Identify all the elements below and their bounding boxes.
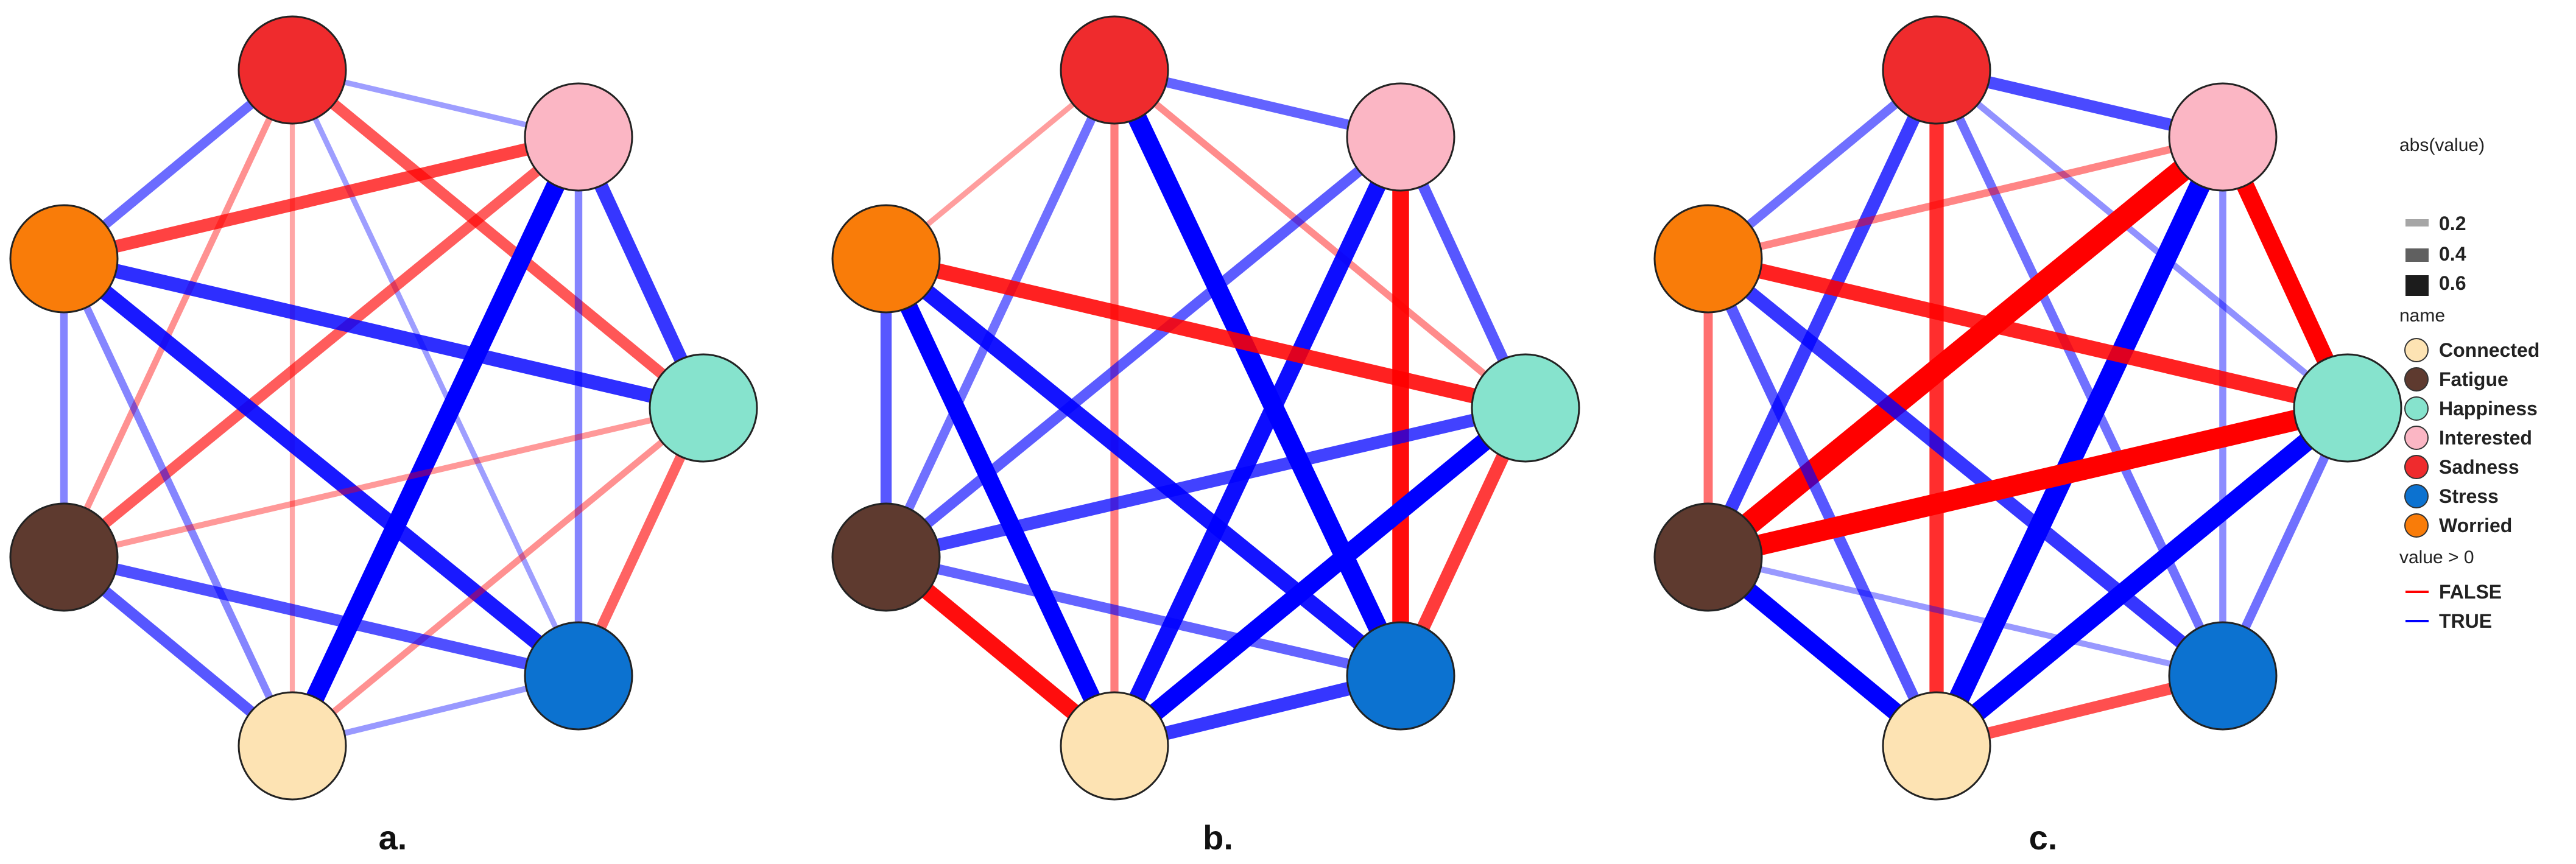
node-a--stress xyxy=(524,621,633,731)
edge-c--interested-worried xyxy=(1707,133,2224,263)
edge-b--interested-connected xyxy=(1107,133,1409,750)
edge-c--worried-happiness xyxy=(1706,251,2349,416)
node-a--interested xyxy=(524,82,633,192)
legend-name-list: ConnectedFatigueHappinessInterestedSadne… xyxy=(2404,338,2539,538)
node-b--fatigue xyxy=(831,502,941,612)
edge-c--happiness-fatigue xyxy=(1706,398,2350,567)
node-c--fatigue xyxy=(1653,502,1763,612)
panel-label-a: a. xyxy=(379,818,407,857)
edge-b--sadness-stress xyxy=(1105,66,1410,680)
edge-b--interested-fatigue xyxy=(882,133,1404,561)
legend-swatch-stress xyxy=(2404,484,2429,508)
edge-b--worried-connected xyxy=(878,255,1123,750)
edge-b--sadness-happiness xyxy=(1112,67,1528,411)
legend-title-sign: value > 0 xyxy=(2399,547,2474,567)
panel-label-b: b. xyxy=(1203,818,1233,857)
legend-swatch-fatigue xyxy=(2404,367,2429,392)
edge-b--sadness-fatigue xyxy=(882,68,1119,560)
edge-b--fatigue-stress xyxy=(885,552,1402,681)
node-c--happiness xyxy=(2293,353,2402,463)
edge-a--worried-connected xyxy=(60,257,296,748)
node-b--interested xyxy=(1346,82,1455,192)
edge-b--happiness-connected xyxy=(1108,401,1532,753)
edge-c--fatigue-stress xyxy=(1707,554,2224,679)
edge-a--interested-connected xyxy=(284,133,587,750)
node-a--sadness xyxy=(238,15,347,125)
edge-b--worried-stress xyxy=(881,252,1406,683)
legend-swatch-connected xyxy=(2404,338,2429,362)
edge-c--worried-connected xyxy=(1703,256,1942,748)
node-c--connected xyxy=(1882,691,1991,801)
legend-label-false: FALSE xyxy=(2439,581,2502,603)
node-a--worried xyxy=(9,204,119,314)
legend-label-abs-0.2: 0.2 xyxy=(2439,212,2466,234)
legend-label-fatigue: Fatigue xyxy=(2439,368,2508,390)
network-panel-c xyxy=(1653,15,2402,801)
edge-c--sadness-happiness xyxy=(1934,67,2350,411)
edge-a--fatigue-stress xyxy=(62,551,580,682)
legend-swatch-happiness xyxy=(2404,396,2429,421)
edge-c--interested-fatigue xyxy=(1701,128,2230,566)
node-c--worried xyxy=(1653,204,1763,314)
panel-label-c: c. xyxy=(2029,818,2058,857)
edge-a--worried-happiness xyxy=(62,251,705,415)
edge-a--worried-stress xyxy=(58,252,584,683)
node-a--fatigue xyxy=(9,502,119,612)
edge-a--interested-worried xyxy=(62,130,580,265)
legend-label-abs-0.6: 0.6 xyxy=(2439,272,2466,294)
node-c--stress xyxy=(2168,621,2278,731)
edge-b--worried-happiness xyxy=(884,251,1527,416)
node-b--happiness xyxy=(1471,353,1580,463)
node-c--interested xyxy=(2168,82,2278,192)
legend-title-name: name xyxy=(2399,306,2445,326)
legend-swatch-abs-0.4 xyxy=(2405,248,2429,262)
network-panel-b xyxy=(831,15,1580,801)
legend-label-connected: Connected xyxy=(2439,339,2539,361)
legend-label-abs-0.4: 0.4 xyxy=(2439,243,2466,265)
edge-a--happiness-fatigue xyxy=(63,405,705,560)
edge-a--happiness-connected xyxy=(290,405,706,749)
edge-c--happiness-connected xyxy=(1930,401,2354,753)
legend-swatch-worried xyxy=(2404,513,2429,538)
edge-c--sadness-stress xyxy=(1932,68,2227,678)
legend-label-sadness: Sadness xyxy=(2439,456,2519,478)
legend-label-happiness: Happiness xyxy=(2439,398,2538,420)
edge-a--interested-fatigue xyxy=(60,133,582,561)
legend-label-stress: Stress xyxy=(2439,485,2499,507)
legend-title-abs: abs(value) xyxy=(2399,135,2485,155)
edge-a--sadness-happiness xyxy=(289,65,707,413)
node-c--sadness xyxy=(1882,15,1991,125)
edge-c--interested-connected xyxy=(1927,132,2233,751)
legend-swatch-abs-0.6 xyxy=(2405,275,2429,296)
edge-a--sadness-fatigue xyxy=(61,68,295,559)
edge-a--sadness-stress xyxy=(289,69,582,677)
node-b--worried xyxy=(831,204,941,314)
node-b--stress xyxy=(1346,621,1455,731)
edge-c--sadness-fatigue xyxy=(1702,67,1943,560)
network-panel-a xyxy=(9,15,758,801)
legend-label-worried: Worried xyxy=(2439,515,2512,536)
edge-b--happiness-fatigue xyxy=(884,401,1527,564)
edge-c--worried-stress xyxy=(1703,253,2228,681)
legend: abs(value) 0.2 0.4 0.6 name ConnectedFat… xyxy=(2399,135,2539,632)
legend-swatch-sadness xyxy=(2404,455,2429,479)
legend-label-interested: Interested xyxy=(2439,427,2532,449)
legend-swatch-abs-0.2 xyxy=(2405,219,2429,227)
legend-label-true: TRUE xyxy=(2439,610,2492,632)
node-b--sadness xyxy=(1060,15,1169,125)
node-a--connected xyxy=(238,691,347,801)
node-a--happiness xyxy=(649,353,758,463)
legend-swatch-interested xyxy=(2404,426,2429,450)
node-b--connected xyxy=(1060,691,1169,801)
